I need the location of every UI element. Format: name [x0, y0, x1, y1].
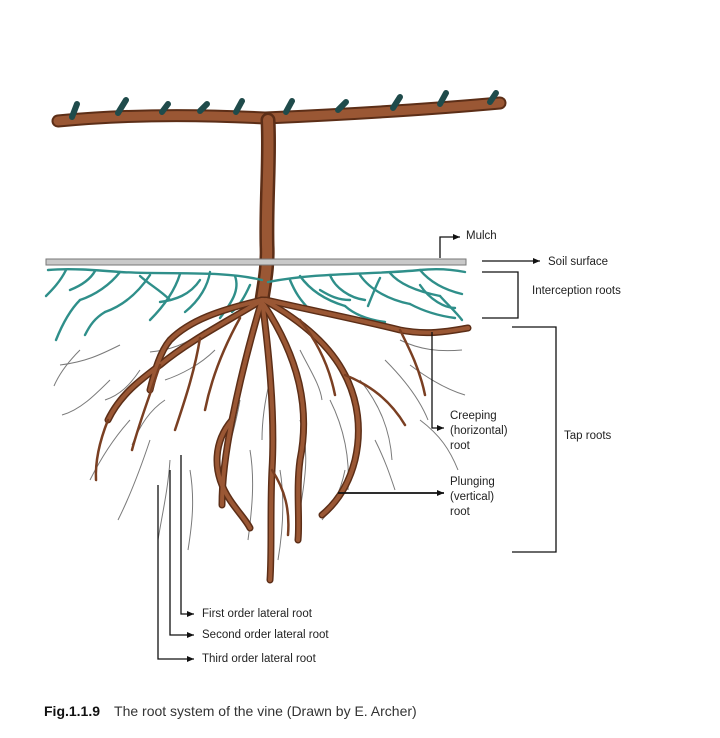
tap-roots-bracket [512, 326, 557, 553]
figure-caption-text: The root system of the vine (Drawn by E.… [114, 703, 417, 719]
label-creeping-root: Creeping (horizontal) root [450, 410, 508, 452]
label-tap-roots: Tap roots [564, 430, 612, 442]
leader-lines [157, 234, 557, 662]
interception-bracket [482, 271, 519, 319]
main-roots [94, 296, 472, 584]
vine-spurs [69, 90, 499, 120]
label-mulch: Mulch [466, 230, 497, 242]
creeping-leader [431, 332, 444, 431]
label-soil-surface: Soil surface [548, 256, 609, 268]
third-order-leader [157, 485, 194, 662]
thin-lateral-roots [53, 329, 466, 561]
label-first-order: First order lateral root [202, 608, 312, 620]
label-third-order: Third order lateral root [202, 653, 316, 665]
second-order-leader [169, 470, 194, 638]
interception-roots [44, 267, 467, 342]
label-interception-roots: Interception roots [532, 285, 621, 297]
first-order-leader [180, 455, 194, 617]
mulch-leader [439, 234, 460, 258]
figure-number: Fig.1.1.9 [44, 703, 101, 719]
figure-caption: Fig.1.1.9 The root system of the vine (Dr… [44, 703, 417, 719]
label-plunging-root: Plunging (vertical) root [450, 476, 495, 518]
soil-surface-line [45, 258, 467, 266]
vine-trunk [254, 112, 277, 308]
label-second-order: Second order lateral root [202, 629, 329, 641]
